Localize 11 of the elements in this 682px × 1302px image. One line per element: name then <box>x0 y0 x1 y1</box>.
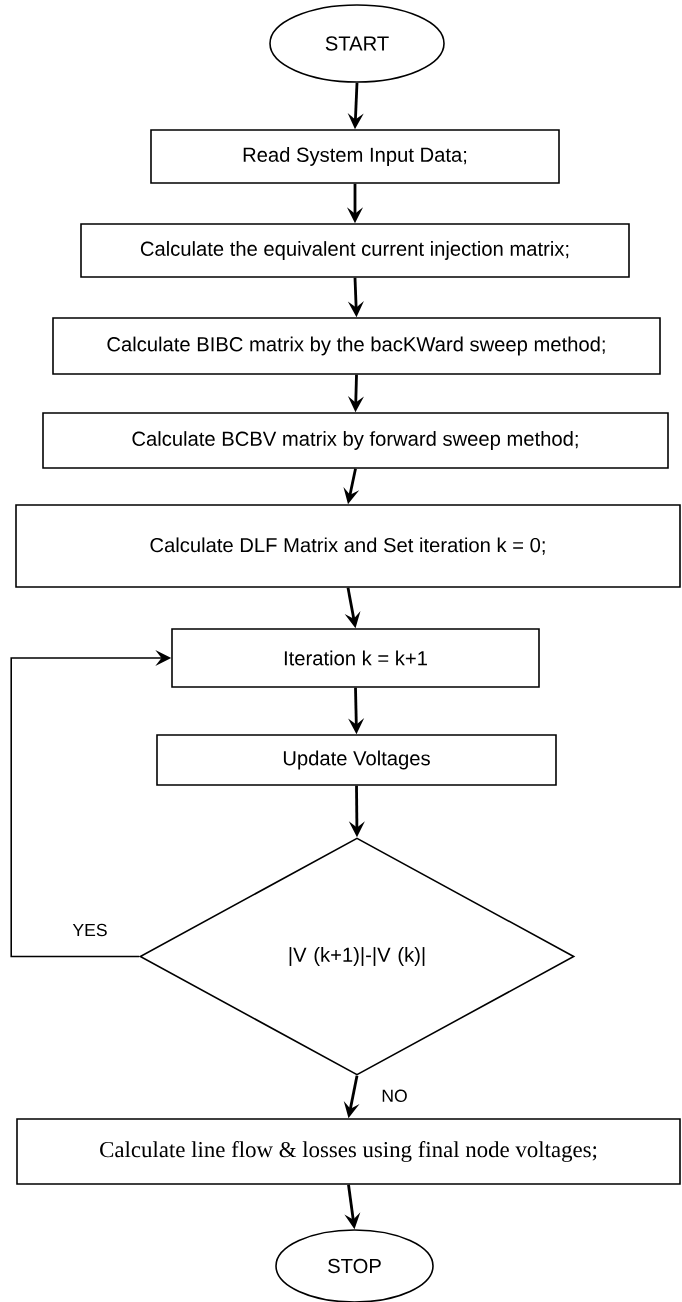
process-box: Read System Input Data; <box>150 129 560 184</box>
edge-label: YES <box>72 923 107 937</box>
process-box: Calculate BCBV matrix by forward sweep method; <box>42 412 669 469</box>
process-box: Update Voltages <box>156 734 557 786</box>
process-box: Calculate line flow & losses using final node voltages; <box>16 1118 681 1185</box>
process-box: Calculate DLF Matrix and Set iteration k = 0; <box>15 504 681 588</box>
process-box: Calculate the equivalent current injection matrix; <box>80 223 630 278</box>
process-box: Calculate BIBC matrix by the bacKWard sweep method; <box>52 317 661 375</box>
edge-label: NO <box>382 1089 407 1102</box>
process-box: Iteration k = k+1 <box>171 628 540 688</box>
terminal-oval: START <box>269 4 445 83</box>
